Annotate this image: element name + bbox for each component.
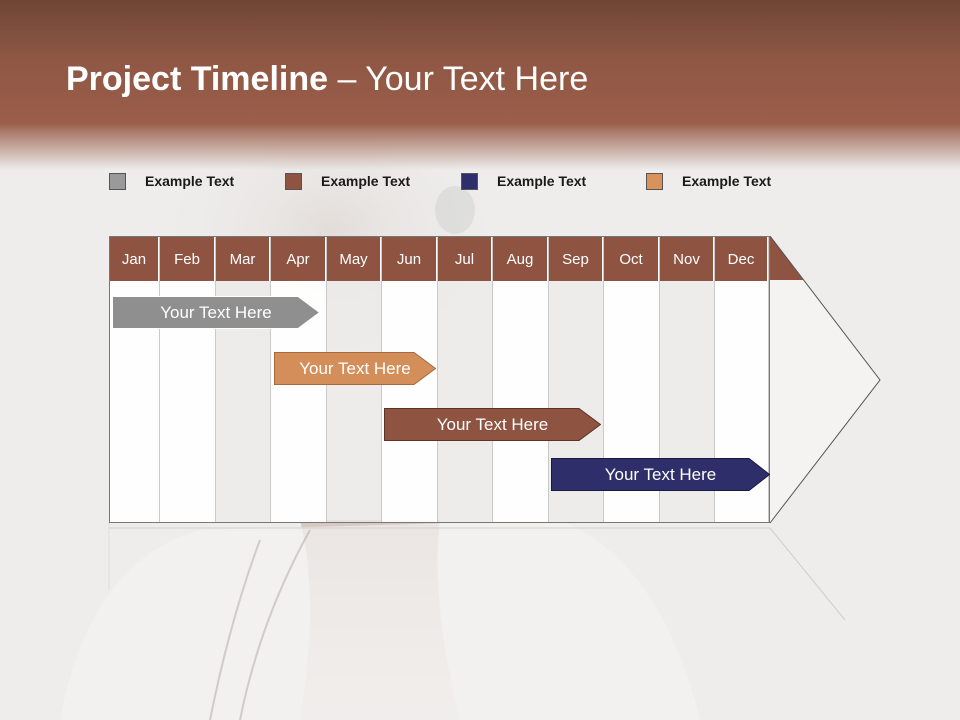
legend-label-3: Example Text (497, 173, 587, 189)
task-arrow-shape (384, 408, 601, 441)
month-label: Jul (438, 237, 492, 281)
month-column: Feb (160, 237, 216, 522)
legend-label-2: Example Text (321, 173, 411, 189)
month-label: Aug (493, 237, 548, 281)
month-label: Sep (549, 237, 603, 281)
task-bar-4[interactable]: Your Text Here (551, 458, 770, 491)
legend-swatch-1 (109, 172, 126, 190)
task-arrow-shape (551, 458, 770, 491)
task-label-4: Your Text Here (604, 464, 717, 484)
legend-label-1: Example Text (145, 173, 235, 189)
page-title: Project Timeline – Your Text Here (66, 60, 588, 99)
legend-label-4: Example Text (682, 173, 772, 189)
month-label: Jun (382, 237, 437, 281)
month-label: Feb (160, 237, 215, 281)
legend-swatch-4 (646, 172, 663, 190)
legend-item-2: Example Text (285, 171, 410, 191)
legend-item-1: Example Text (109, 171, 234, 191)
legend-swatch-2 (285, 172, 302, 190)
legend-swatch-3 (461, 172, 478, 190)
task-label-1: Your Text Here (160, 302, 272, 322)
month-column: Jul (438, 237, 493, 522)
legend-item-4: Example Text (646, 171, 771, 191)
task-bar-2[interactable]: Your Text Here (274, 352, 436, 385)
month-label: Apr (271, 237, 326, 281)
month-label: Oct (604, 237, 659, 281)
task-bar-3[interactable]: Your Text Here (384, 408, 601, 441)
month-column: Aug (493, 237, 549, 522)
month-label: Nov (660, 237, 714, 281)
month-label: Dec (715, 237, 768, 281)
month-label: Mar (216, 237, 270, 281)
month-column: Jan (110, 237, 160, 522)
task-bar-1[interactable]: Your Text Here (112, 296, 320, 329)
task-arrow-shape (274, 352, 436, 385)
header-band (0, 0, 960, 170)
task-label-2: Your Text Here (299, 358, 411, 378)
month-label: Jan (110, 237, 159, 281)
legend-item-3: Example Text (461, 171, 586, 191)
title-rest: – Your Text Here (328, 60, 589, 98)
title-bold: Project Timeline (66, 60, 329, 98)
month-column: Mar (216, 237, 271, 522)
month-label: May (327, 237, 381, 281)
task-label-3: Your Text Here (436, 414, 549, 434)
task-arrow-shape (112, 296, 320, 329)
